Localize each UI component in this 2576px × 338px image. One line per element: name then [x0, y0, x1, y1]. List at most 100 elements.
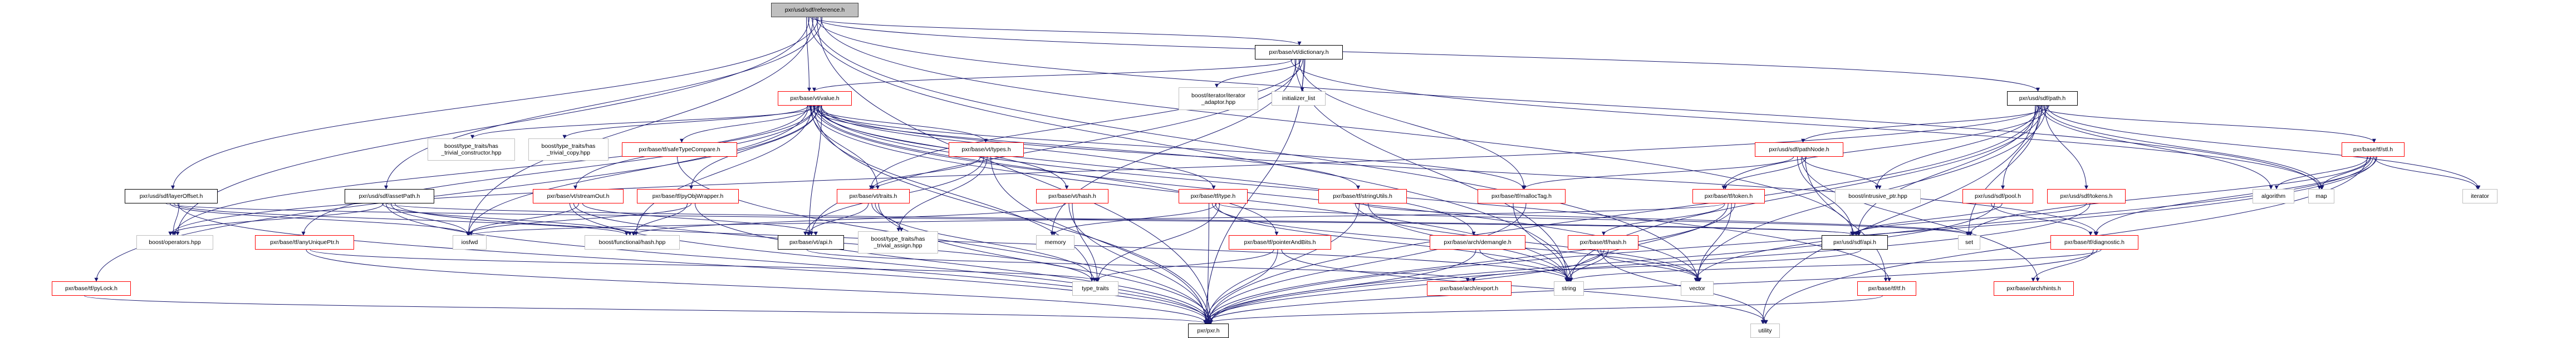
edge-traits-to-pxr — [878, 203, 1213, 324]
node-vt-api-h[interactable]: pxr/base/vt/api.h — [778, 235, 844, 250]
node-demangle-h[interactable]: pxr/base/arch/demangle.h — [1430, 235, 1525, 250]
node-sdf-api-h[interactable]: pxr/usd/sdf/api.h — [1822, 235, 1888, 250]
node-utility: utility — [1750, 324, 1780, 338]
edge-value-to-traits — [810, 105, 880, 190]
node-layeroffset-h[interactable]: pxr/usd/sdf/layerOffset.h — [125, 189, 218, 203]
node-stl-h[interactable]: pxr/base/tf/stl.h — [2342, 142, 2405, 157]
edge-pathNode-to-sdfapi — [1797, 156, 1855, 236]
edge-path-to-token — [1721, 105, 2049, 190]
edge-reference-to-path — [814, 17, 2040, 92]
edge-path-to-set — [1966, 105, 2040, 236]
edge-anyUniquePtr-to-pxr — [306, 249, 1209, 324]
edge-tftype-to-type_traits — [1096, 203, 1220, 282]
edge-stl-to-diagnostic — [2093, 156, 2377, 236]
node-export-h[interactable]: pxr/base/arch/export.h — [1427, 281, 1512, 296]
node-has-trivial-constructor-hpp: boost/type_traits/has _trivial_construct… — [428, 138, 515, 161]
edge-path-to-utility — [1760, 105, 2036, 324]
node-vt-hash-h[interactable]: pxr/base/vt/hash.h — [1036, 189, 1108, 203]
edge-sdfapi-to-export — [1465, 249, 1862, 282]
edge-reference-to-vector — [812, 17, 1699, 282]
node-safetypecompare-h[interactable]: pxr/base/tf/safeTypeCompare.h — [622, 142, 737, 157]
edge-pool-to-diagnostic — [1991, 203, 2093, 236]
node-type-h[interactable]: pxr/base/tf/type.h — [1179, 189, 1248, 203]
node-hints-h[interactable]: pxr/base/arch/hints.h — [1994, 281, 2074, 296]
node-types-h[interactable]: pxr/base/vt/types.h — [949, 142, 1024, 157]
node-pylock-h[interactable]: pxr/base/tf/pyLock.h — [52, 281, 131, 296]
edge-value-to-diagnostic — [821, 105, 2099, 236]
edge-vthash-to-functional_hash — [632, 203, 1066, 236]
edge-value-to-pxr — [814, 105, 1211, 324]
edge-stringUtils-to-vector — [1355, 203, 1701, 282]
node-token-h[interactable]: pxr/base/tf/token.h — [1692, 189, 1765, 203]
edge-value-to-anyUniquePtr — [301, 105, 816, 236]
edge-value-to-pointerAndBits — [816, 105, 1279, 236]
edge-dictionary-to-traits — [869, 59, 1303, 190]
node-tf-h[interactable]: pxr/base/tf/tf.h — [1857, 281, 1916, 296]
edge-reference-to-assetPath — [384, 17, 822, 190]
node-pxr-h[interactable]: pxr/pxr.h — [1188, 324, 1229, 338]
edge-value-to-types — [813, 105, 988, 143]
edge-streamOut-to-pxr — [570, 203, 1210, 324]
node-has-trivial-assign-hpp: boost/type_traits/has _trivial_assign.hp… — [858, 231, 938, 254]
edge-reference-to-dictionary — [810, 17, 1302, 46]
edge-value-to-functional_hash — [634, 105, 812, 236]
edge-token-to-pxr — [1204, 203, 1735, 324]
node-pool-h[interactable]: pxr/usd/sdf/pool.h — [1962, 189, 2033, 203]
edge-token-to-string — [1564, 203, 1729, 282]
edge-tftype-to-set — [1218, 203, 1970, 236]
edge-path-to-operators — [168, 105, 2043, 236]
node-operators-hpp: boost/operators.hpp — [136, 235, 213, 250]
node-pyobjwrapper-h[interactable]: pxr/base/tf/pyObjWrapper.h — [637, 189, 739, 203]
node-tokens-h[interactable]: pxr/usd/sdf/tokens.h — [2047, 189, 2126, 203]
edge-diagnostic-to-string — [1567, 249, 2102, 282]
node-tf-hash-h[interactable]: pxr/base/tf/hash.h — [1568, 235, 1638, 250]
edge-layerOffset-to-operators — [171, 203, 179, 236]
edge-diagnostic-to-hints — [2031, 249, 2094, 282]
edge-assetPath-to-operators — [168, 203, 384, 236]
edge-layerOffset-to-iosfwd — [170, 203, 472, 236]
node-dictionary-h[interactable]: pxr/base/vt/dictionary.h — [1255, 45, 1343, 59]
edge-vtapi-to-export — [806, 249, 1476, 282]
edge-stl-to-set — [1967, 156, 2371, 236]
edge-pathNode-to-hints — [1801, 156, 2040, 282]
edge-dictionary-to-pxr — [1204, 59, 1304, 324]
edge-safeTypeCompare-to-pxr — [677, 156, 1211, 324]
node-streamout-h[interactable]: pxr/base/vt/streamOut.h — [533, 189, 624, 203]
edge-stl-to-vector — [1694, 156, 2373, 282]
node-pointerandbits-h[interactable]: pxr/base/tf/pointerAndBits.h — [1229, 235, 1331, 250]
node-path-h[interactable]: pxr/usd/sdf/path.h — [2007, 91, 2078, 106]
node-malloctag-h[interactable]: pxr/base/tf/mallocTag.h — [1478, 189, 1566, 203]
edge-demangle-to-string — [1479, 249, 1573, 282]
node-string: string — [1554, 281, 1584, 296]
node-stringutils-h[interactable]: pxr/base/tf/stringUtils.h — [1318, 189, 1407, 203]
edge-path-to-sdfapi — [1856, 105, 2037, 236]
edge-value-to-vector — [813, 105, 1701, 282]
node-map: map — [2308, 189, 2334, 203]
edge-stl-to-algorithm — [2274, 156, 2368, 190]
edge-value-to-vtapi — [807, 105, 822, 236]
edge-stl-to-iterator — [2373, 156, 2480, 190]
edge-mallocTag-to-string — [1513, 203, 1568, 282]
node-pathnode-h[interactable]: pxr/usd/sdf/pathNode.h — [1755, 142, 1843, 157]
edge-reference-to-layerOffset — [171, 17, 818, 190]
node-diagnostic-h[interactable]: pxr/base/tf/diagnostic.h — [2050, 235, 2138, 250]
edge-stl-to-pxr — [1208, 156, 2377, 324]
edge-stl-to-map — [2319, 156, 2372, 190]
edge-pathNode-to-token — [1723, 156, 1807, 190]
node-value-h[interactable]: pxr/base/vt/value.h — [778, 91, 852, 106]
node-traits-h[interactable]: pxr/base/vt/traits.h — [837, 189, 910, 203]
edge-path-to-pathNode — [1801, 105, 2049, 143]
edge-pyObjWrapper-to-pxr — [695, 203, 1212, 324]
edge-pathNode-to-tf — [1805, 156, 1888, 282]
edge-path-to-pool — [2001, 105, 2042, 190]
edge-path-to-intrusive — [1875, 105, 2039, 190]
node-anyuniqueptr-h[interactable]: pxr/base/tf/anyUniquePtr.h — [255, 235, 354, 250]
edge-streamOut-to-iosfwd — [467, 203, 579, 236]
edge-vthash-to-type_traits — [1072, 203, 1100, 282]
node-reference-h[interactable]: pxr/usd/sdf/reference.h — [771, 3, 858, 17]
edge-pool-to-pxr — [1208, 203, 1995, 324]
edge-value-to-type_traits — [810, 105, 1094, 282]
node-assetpath-h[interactable]: pxr/usd/sdf/assetPath.h — [345, 189, 434, 203]
